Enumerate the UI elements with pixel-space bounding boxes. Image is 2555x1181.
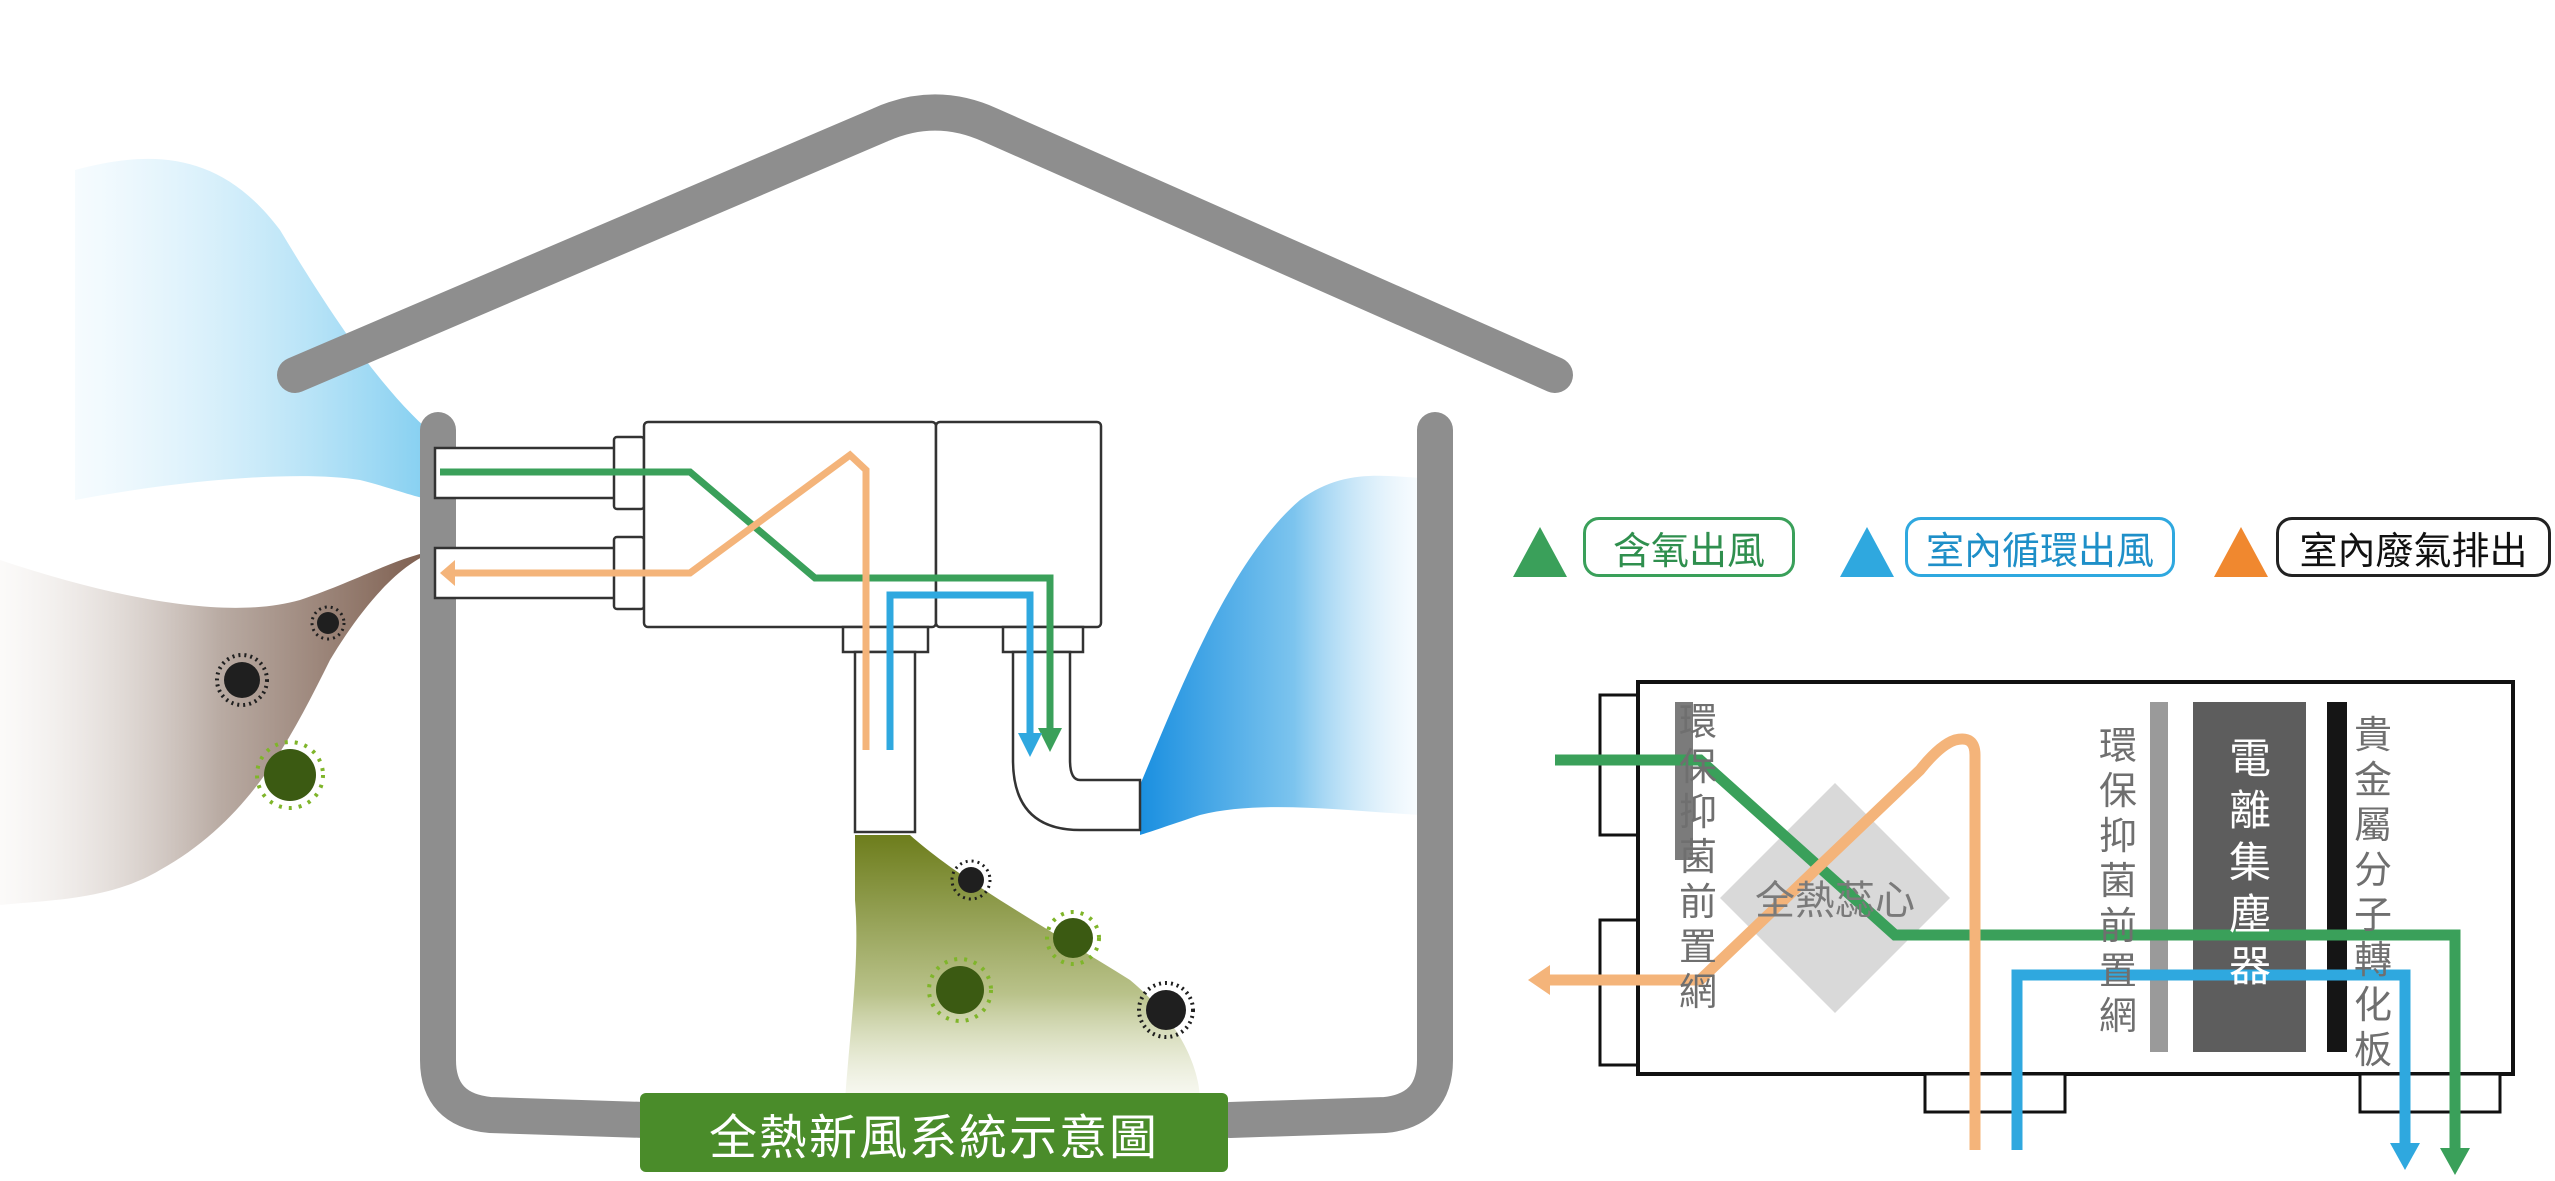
circulation-flow-line (886, 591, 1034, 750)
house-outline-icon (277, 94, 1573, 1138)
panel-circulation-flow-line (2011, 969, 2411, 1150)
dust-particle-icon (215, 605, 1195, 1039)
circulation-plume (1140, 475, 1420, 835)
core-label: 全熱蕊心 (1755, 878, 1915, 924)
oxygen-flow-arrow (1038, 728, 1062, 752)
panel-exhaust-flow-line (1545, 733, 1981, 1150)
panel-exhaust-flow-arrow (1528, 965, 1550, 995)
exhaust-flow-line (455, 450, 870, 750)
exhaust-plume (0, 550, 440, 905)
legend-indoor-circulation: 室內循環出風 (1905, 517, 2175, 577)
diagram-caption: 全熱新風系統示意圖 (640, 1093, 1228, 1172)
virus-icon (255, 740, 1101, 1023)
prefilter-left-label: 環保抑菌前置網 (1678, 700, 1717, 1014)
electrostatic-label: 電離集塵器 (2228, 734, 2271, 991)
legend-oxygen-outflow: 含氧出風 (1583, 517, 1795, 577)
legend-indoor-exhaust: 室內廢氣排出 (2276, 517, 2551, 577)
panel-oxygen-flow-line (1555, 754, 2461, 1150)
circulation-legend-marker (1840, 527, 1894, 577)
exhaust-legend-marker (2214, 527, 2268, 577)
panel-circulation-flow-arrow (2390, 1143, 2420, 1170)
catalyst-label: 貴金屬分子轉化板 (2353, 713, 2392, 1072)
indoor-air-plume (845, 835, 1200, 1100)
oxygen-legend-marker (1513, 527, 1567, 577)
fresh-air-plume (75, 158, 440, 500)
unit-panel (1598, 680, 2515, 1114)
panel-oxygen-flow-arrow (2440, 1148, 2470, 1175)
circulation-flow-arrow (1018, 733, 1042, 757)
exhaust-flow-arrow (440, 560, 455, 586)
duct-pipes (433, 420, 1142, 834)
oxygen-flow-line (440, 468, 1054, 740)
prefilter-right-label: 環保抑菌前置網 (2098, 724, 2137, 1038)
